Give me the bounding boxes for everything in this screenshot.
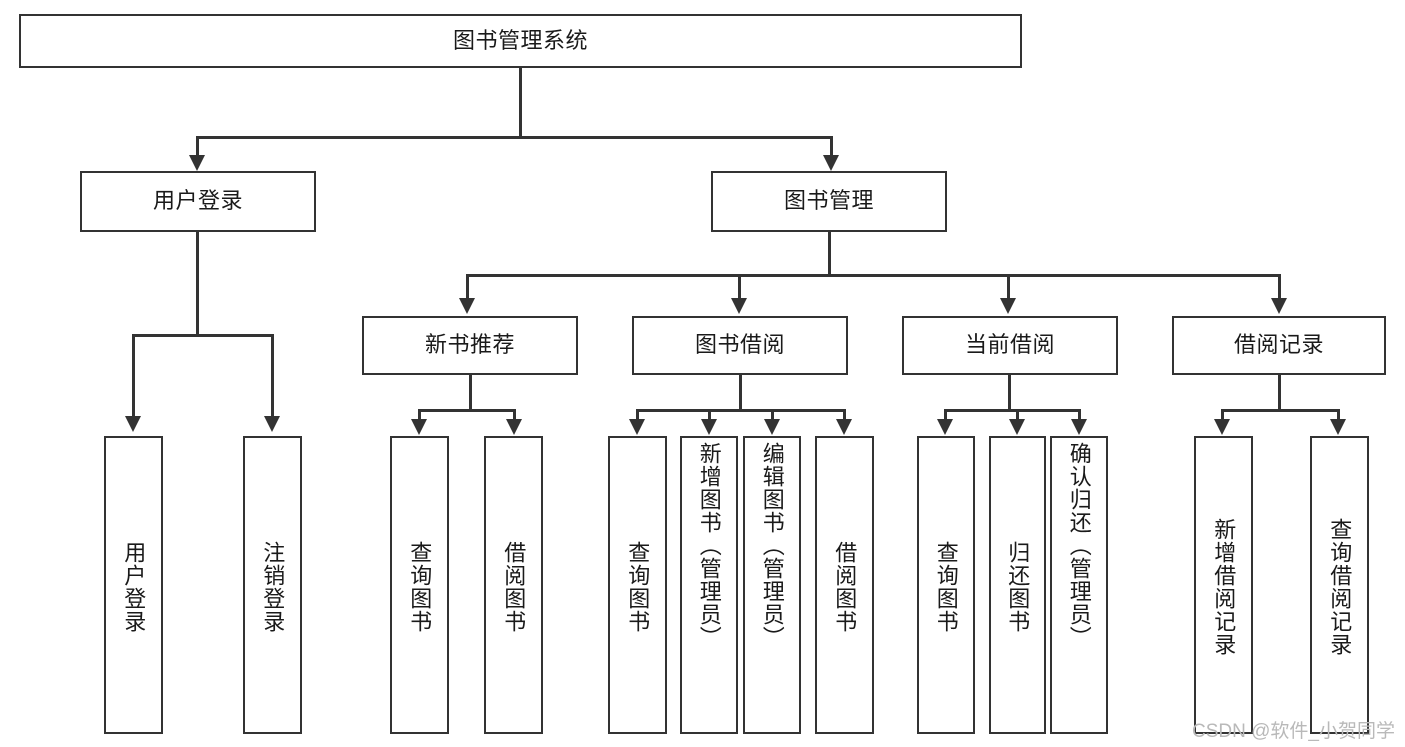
node-label: 查询图书 bbox=[933, 541, 959, 633]
edge-new-book-stem bbox=[469, 375, 472, 411]
node-book-management[interactable]: 图书管理 bbox=[711, 171, 947, 232]
edge-cb-to-leaf-2 bbox=[1016, 409, 1019, 423]
edge-user-login-to-leaf-1 bbox=[132, 334, 135, 418]
arrowhead-user-login-to-leaf-1 bbox=[125, 416, 141, 432]
arrowhead-bb-to-leaf-1 bbox=[629, 419, 645, 435]
node-book-borrow[interactable]: 图书借阅 bbox=[632, 316, 848, 375]
leaf-current-borrow-query-book[interactable]: 查询图书 bbox=[917, 436, 975, 734]
edge-new-book-splitter bbox=[418, 409, 516, 412]
edge-user-login-splitter bbox=[132, 334, 272, 337]
arrowhead-bm-to-book-borrow bbox=[731, 298, 747, 314]
node-label: 用户登录 bbox=[121, 541, 147, 633]
edge-book-borrow-splitter bbox=[636, 409, 844, 412]
edge-root-stem bbox=[519, 68, 522, 138]
arrowhead-bm-to-borrow-record bbox=[1271, 298, 1287, 314]
edge-bb-to-leaf-3 bbox=[771, 409, 774, 423]
leaf-book-borrow-borrow-book[interactable]: 借阅图书 bbox=[815, 436, 874, 734]
node-label: 编辑图书（管理员） bbox=[759, 442, 785, 649]
leaf-user-login-login[interactable]: 用户登录 bbox=[104, 436, 163, 734]
node-label: 查询图书 bbox=[407, 541, 433, 633]
arrowhead-bb-to-leaf-3 bbox=[764, 419, 780, 435]
edge-new-book-to-leaf-2 bbox=[513, 409, 516, 423]
leaf-borrow-record-query-record[interactable]: 查询借阅记录 bbox=[1310, 436, 1369, 734]
node-root-book-management-system[interactable]: 图书管理系统 bbox=[19, 14, 1022, 68]
leaf-new-book-borrow-book[interactable]: 借阅图书 bbox=[484, 436, 543, 734]
arrowhead-bm-to-current-borrow bbox=[1000, 298, 1016, 314]
edge-bm-to-new-book bbox=[466, 274, 469, 300]
node-label: 图书管理系统 bbox=[452, 27, 588, 53]
leaf-current-borrow-return-book[interactable]: 归还图书 bbox=[989, 436, 1046, 734]
node-label: 新增借阅记录 bbox=[1211, 518, 1237, 656]
edge-new-book-to-leaf-1 bbox=[418, 409, 421, 423]
edge-bb-to-leaf-4 bbox=[843, 409, 846, 423]
node-borrow-record[interactable]: 借阅记录 bbox=[1172, 316, 1386, 375]
node-label: 注销登录 bbox=[260, 541, 286, 633]
leaf-book-borrow-query-book[interactable]: 查询图书 bbox=[608, 436, 667, 734]
edge-bm-to-book-borrow bbox=[738, 274, 741, 300]
edge-bm-to-borrow-record bbox=[1278, 274, 1281, 300]
node-label: 借阅图书 bbox=[832, 541, 858, 633]
leaf-book-borrow-add-book-admin[interactable]: 新增图书（管理员） bbox=[680, 436, 738, 734]
leaf-current-borrow-confirm-return-admin[interactable]: 确认归还（管理员） bbox=[1050, 436, 1108, 734]
arrowhead-br-to-leaf-2 bbox=[1330, 419, 1346, 435]
edge-book-management-splitter bbox=[466, 274, 1280, 277]
edge-br-to-leaf-1 bbox=[1221, 409, 1224, 423]
edge-user-login-stem bbox=[196, 232, 199, 336]
edge-cb-to-leaf-1 bbox=[944, 409, 947, 423]
arrowhead-new-book-to-leaf-2 bbox=[506, 419, 522, 435]
arrowhead-cb-to-leaf-2 bbox=[1009, 419, 1025, 435]
edge-cb-to-leaf-3 bbox=[1078, 409, 1081, 423]
node-label: 归还图书 bbox=[1005, 541, 1031, 633]
edge-borrow-record-stem bbox=[1278, 375, 1281, 411]
arrowhead-bm-to-new-book bbox=[459, 298, 475, 314]
node-label: 新书推荐 bbox=[424, 332, 515, 358]
leaf-user-login-logout[interactable]: 注销登录 bbox=[243, 436, 302, 734]
node-label: 图书借阅 bbox=[694, 332, 785, 358]
node-label: 查询借阅记录 bbox=[1327, 518, 1353, 656]
node-new-book-recommend[interactable]: 新书推荐 bbox=[362, 316, 578, 375]
edge-root-to-book-management bbox=[830, 136, 833, 160]
edge-book-borrow-stem bbox=[739, 375, 742, 411]
edge-bm-to-current-borrow bbox=[1007, 274, 1010, 300]
node-label: 确认归还（管理员） bbox=[1066, 442, 1092, 649]
edge-user-login-to-leaf-2 bbox=[271, 334, 274, 418]
edge-borrow-record-splitter bbox=[1221, 409, 1339, 412]
edge-bb-to-leaf-2 bbox=[708, 409, 711, 423]
node-current-borrow[interactable]: 当前借阅 bbox=[902, 316, 1118, 375]
node-label: 图书管理 bbox=[783, 188, 874, 214]
node-label: 查询图书 bbox=[625, 541, 651, 633]
edge-br-to-leaf-2 bbox=[1337, 409, 1340, 423]
leaf-book-borrow-edit-book-admin[interactable]: 编辑图书（管理员） bbox=[743, 436, 801, 734]
arrowhead-root-to-user-login bbox=[189, 155, 205, 171]
arrowhead-user-login-to-leaf-2 bbox=[264, 416, 280, 432]
edge-root-to-user-login bbox=[196, 136, 199, 160]
arrowhead-br-to-leaf-1 bbox=[1214, 419, 1230, 435]
arrowhead-root-to-book-management bbox=[823, 155, 839, 171]
node-label: 用户登录 bbox=[152, 188, 243, 214]
node-label: 新增图书（管理员） bbox=[696, 442, 722, 649]
edge-current-borrow-splitter bbox=[944, 409, 1078, 412]
node-user-login[interactable]: 用户登录 bbox=[80, 171, 316, 232]
node-label: 借阅图书 bbox=[501, 541, 527, 633]
arrowhead-new-book-to-leaf-1 bbox=[411, 419, 427, 435]
edge-bb-to-leaf-1 bbox=[636, 409, 639, 423]
leaf-borrow-record-add-record[interactable]: 新增借阅记录 bbox=[1194, 436, 1253, 734]
arrowhead-cb-to-leaf-3 bbox=[1071, 419, 1087, 435]
arrowhead-bb-to-leaf-4 bbox=[836, 419, 852, 435]
node-label: 借阅记录 bbox=[1233, 332, 1324, 358]
leaf-new-book-query-book[interactable]: 查询图书 bbox=[390, 436, 449, 734]
edge-root-splitter bbox=[196, 136, 832, 139]
node-label: 当前借阅 bbox=[964, 332, 1055, 358]
edge-book-management-stem bbox=[828, 232, 831, 276]
arrowhead-bb-to-leaf-2 bbox=[701, 419, 717, 435]
edge-current-borrow-stem bbox=[1008, 375, 1011, 411]
arrowhead-cb-to-leaf-1 bbox=[937, 419, 953, 435]
